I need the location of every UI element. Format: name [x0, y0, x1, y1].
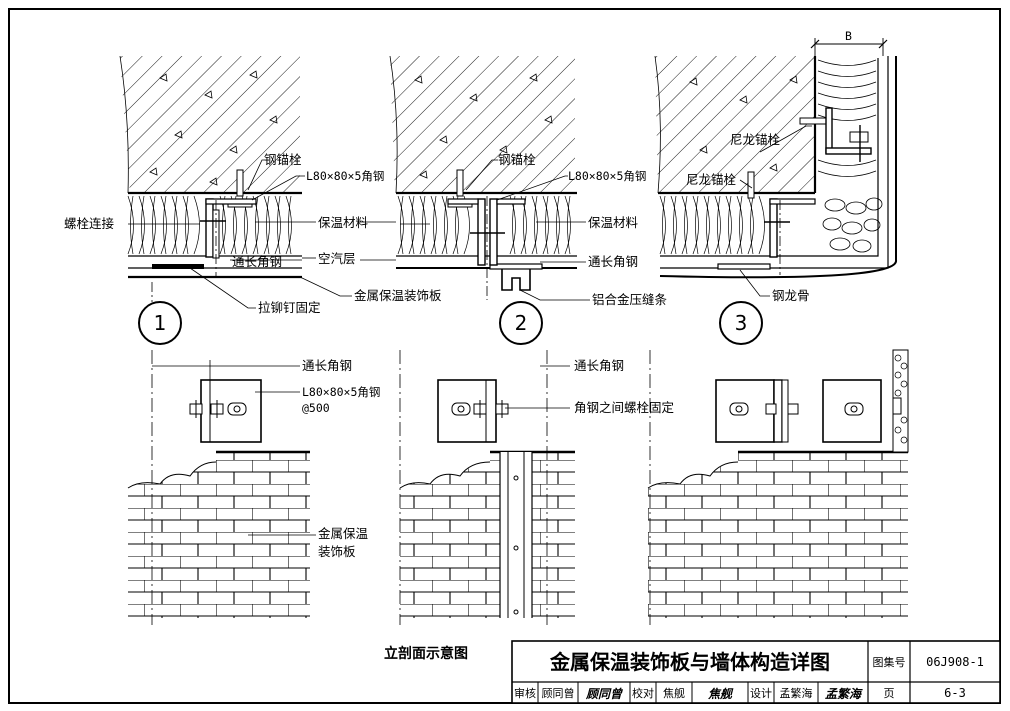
sheet-border: [8, 8, 1001, 704]
label-rivet-fix: 拉铆钉固定: [258, 300, 321, 315]
label-nylon-anchor-1: 尼龙锚栓: [730, 132, 781, 147]
atlas-label: 图集号: [873, 655, 906, 669]
label-insulation-1: 保温材料: [318, 215, 369, 230]
label-angle-spec-1: L80×80×5角钢: [306, 169, 384, 183]
label-angle-spec-elev: L80×80×5角钢: [302, 385, 380, 399]
elevation-views: [127, 349, 909, 625]
label-steel-anchor-1: 钢锚栓: [264, 152, 302, 167]
annotations: 钢锚栓 L80×80×5角钢 螺栓连接 保温材料 通长角钢 空汽层 拉铆钉固定 …: [64, 29, 852, 662]
elevation-caption: 立剖面示意图: [384, 645, 468, 662]
checker-role: 校对: [632, 686, 654, 700]
title-block: 金属保温装饰板与墙体构造详图 图集号 06J908-1 页 6-3 审核 顾同曾…: [511, 640, 1001, 704]
detail-number-2: 2: [515, 311, 528, 335]
detail-number-3: 3: [735, 311, 748, 335]
label-air-layer: 空汽层: [318, 251, 356, 266]
label-angle-bolt-fix: 角钢之间螺栓固定: [574, 400, 674, 415]
detail-3-plan: [654, 38, 897, 345]
designer-role: 设计: [750, 687, 772, 700]
aggregate-triangles: [149, 70, 278, 186]
checker-name: 焦舰: [663, 686, 685, 700]
checker-signature: 焦舰: [708, 687, 734, 701]
page-label: 页: [884, 687, 895, 700]
reviewer-name: 顾同曾: [542, 686, 575, 700]
label-metal-panel-elev-l1: 金属保温: [318, 526, 369, 541]
label-continuous-angle-elev-1: 通长角钢: [302, 358, 352, 373]
detail-2-plan: [360, 55, 590, 345]
label-nylon-anchor-2: 尼龙锚栓: [686, 172, 737, 187]
detail-number-1: 1: [154, 311, 167, 335]
label-continuous-angle-2: 通长角钢: [588, 254, 638, 269]
label-continuous-angle-1: 通长角钢: [232, 254, 282, 269]
label-bolt-connection: 螺栓连接: [64, 216, 115, 231]
reviewer-role: 审核: [514, 686, 536, 700]
label-metal-panel: 金属保温装饰板: [354, 288, 442, 303]
label-continuous-angle-elev-2: 通长角钢: [574, 358, 624, 373]
page-number: 6-3: [944, 686, 966, 700]
designer-name: 孟繁海: [780, 686, 813, 700]
label-dim-b: B: [845, 29, 852, 43]
label-spacing: @500: [302, 401, 330, 415]
reviewer-signature: 顾同曾: [585, 687, 623, 701]
label-steel-anchor-2: 钢锚栓: [498, 152, 536, 167]
label-aluminum-strip: 铝合金压缝条: [592, 292, 668, 307]
label-metal-panel-elev-l2: 装饰板: [318, 544, 356, 559]
drawing-title: 金属保温装饰板与墙体构造详图: [549, 650, 830, 674]
atlas-number: 06J908-1: [926, 655, 984, 669]
label-angle-spec-2: L80×80×5角钢: [568, 169, 646, 183]
label-insulation-2: 保温材料: [588, 215, 639, 230]
label-steel-keel: 钢龙骨: [772, 288, 810, 303]
designer-signature: 孟繁海: [825, 687, 863, 701]
detail-1-plan: [119, 55, 352, 345]
